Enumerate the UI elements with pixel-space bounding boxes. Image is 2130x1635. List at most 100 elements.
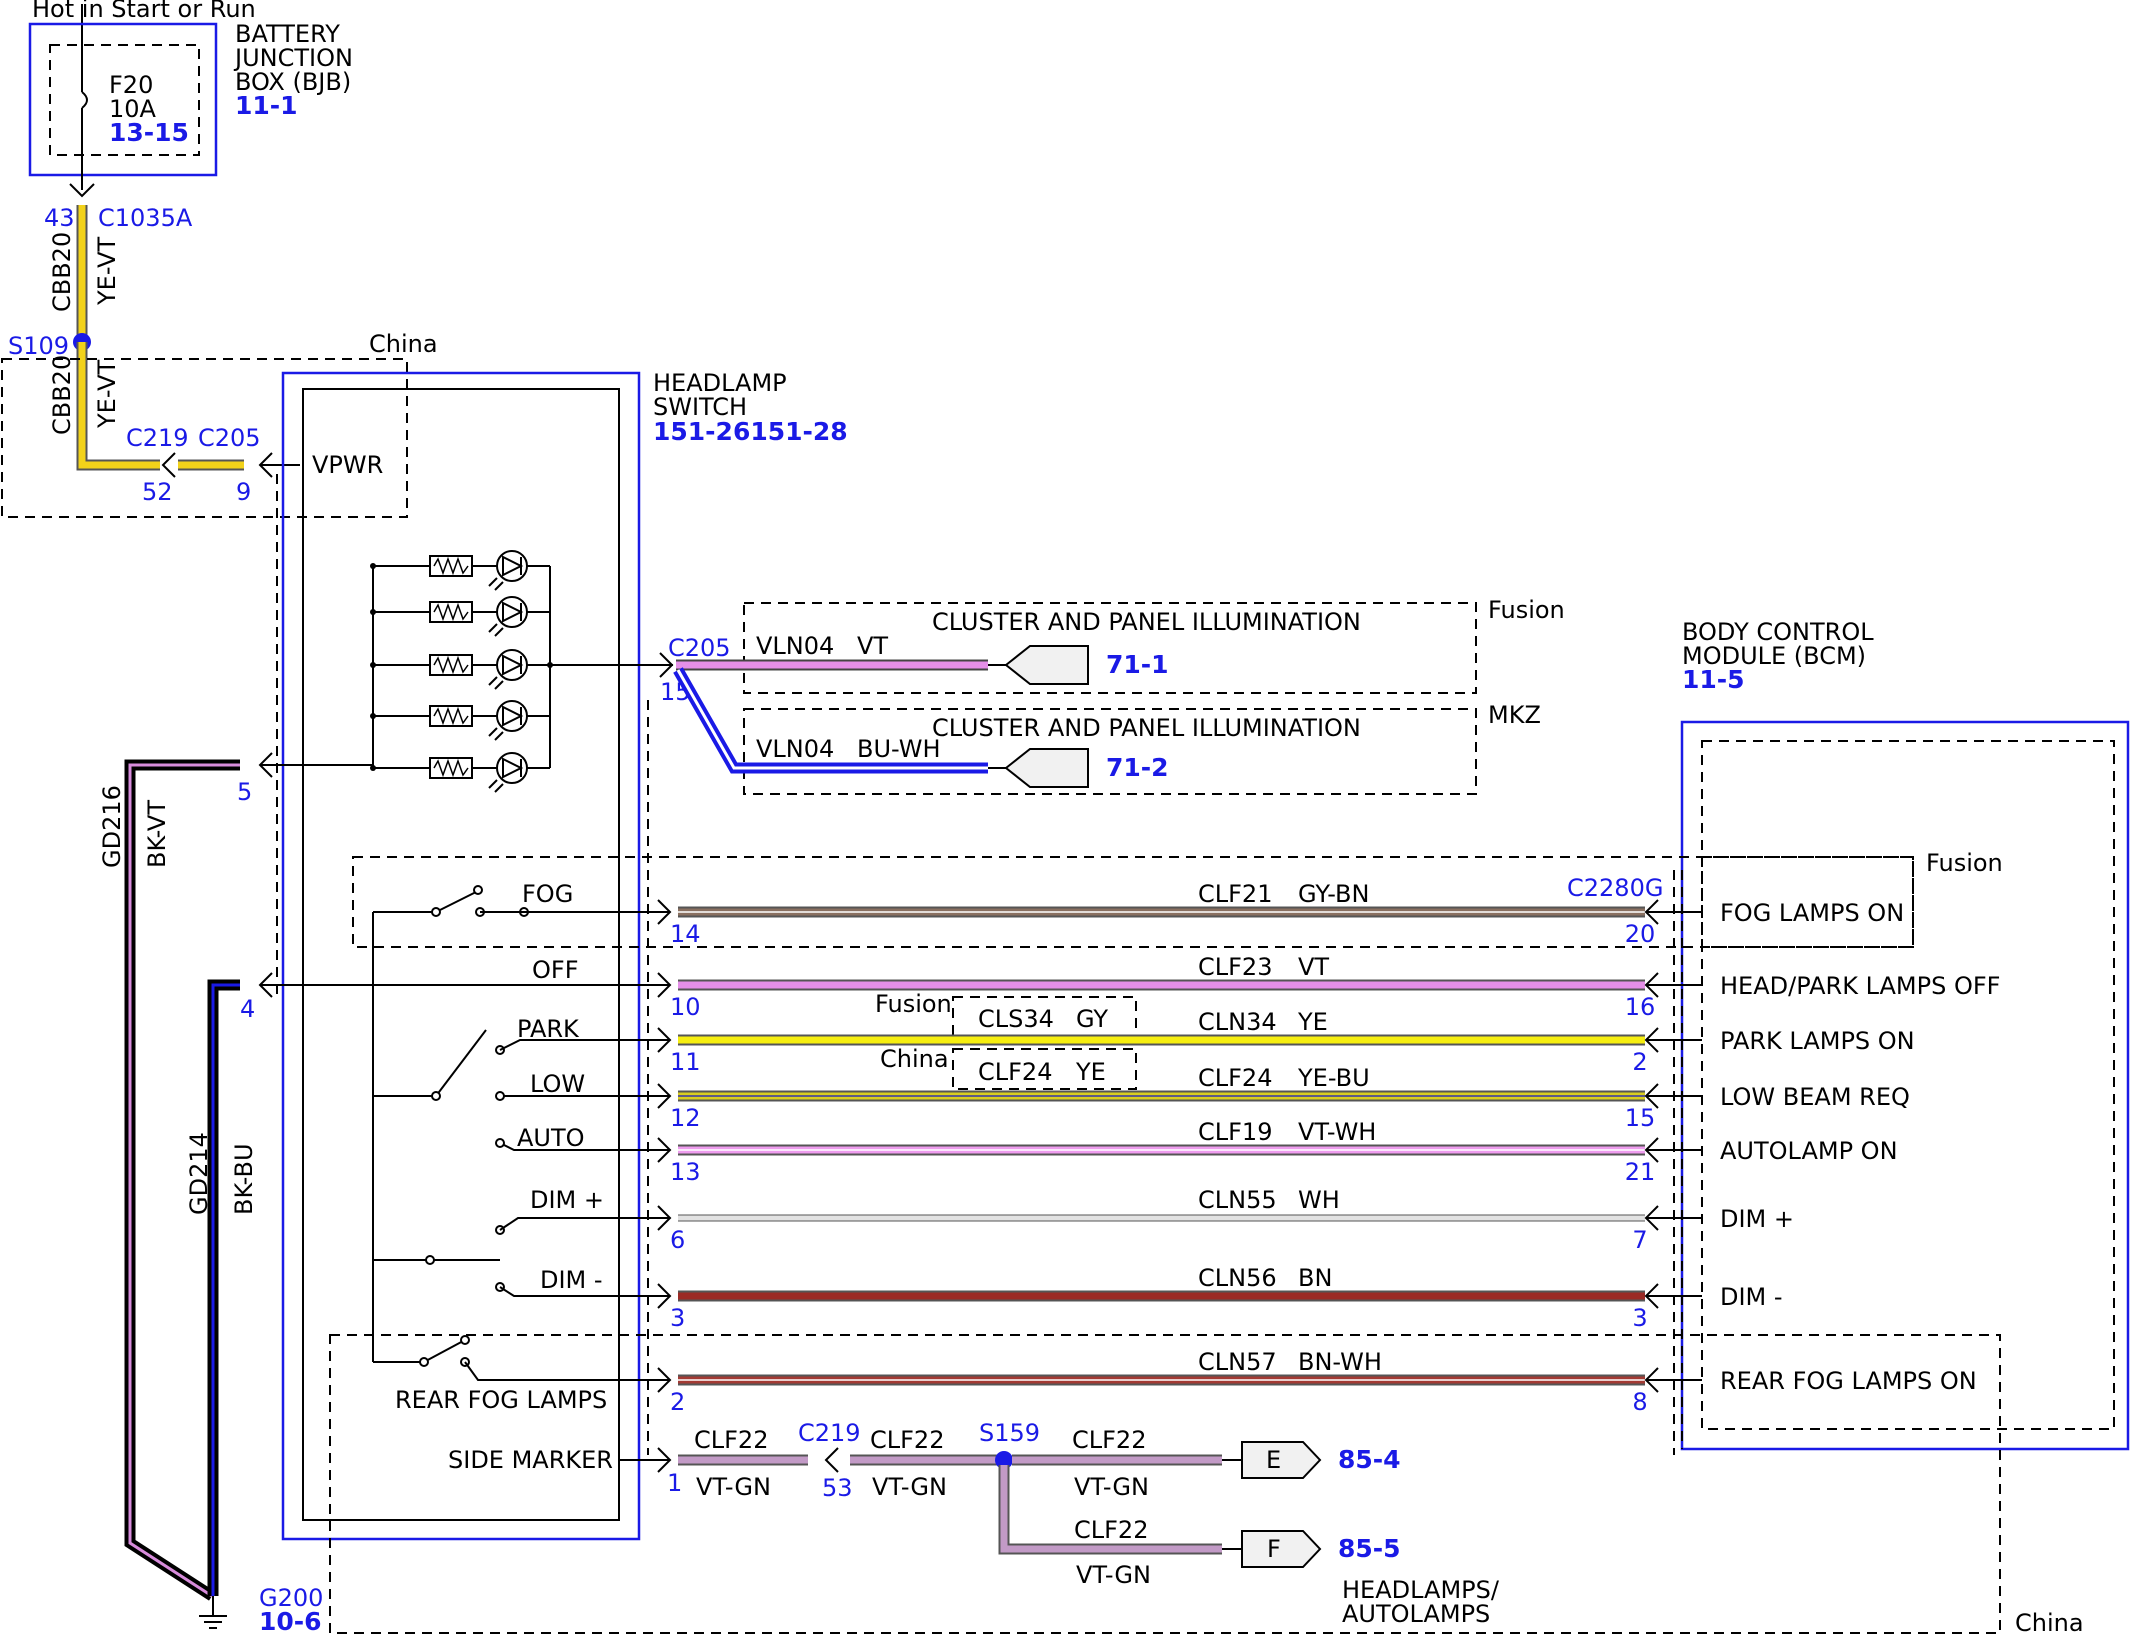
cluster-fusion-connector xyxy=(1004,645,1089,685)
clf22-d-color: VT-GN xyxy=(1076,1561,1151,1589)
mkz-illum-variant: MKZ xyxy=(1488,701,1541,729)
park-fusion-circuit: CLS34 xyxy=(978,1005,1054,1033)
park-china-circuit: CLF24 xyxy=(978,1058,1052,1086)
c205-pin: 9 xyxy=(236,478,251,506)
cluster-fusion-ref: 71-1 xyxy=(1106,650,1169,679)
circuit-cln55: CLN55 WH 6 7 DIM + xyxy=(657,1186,1794,1254)
circuit-color: BN xyxy=(1298,1264,1332,1292)
dest-name-1: HEADLAMPS/ xyxy=(1342,1576,1500,1604)
switch-label-dim-plus: DIM + xyxy=(530,1186,604,1214)
switch-label-dim-minus: DIM - xyxy=(540,1266,603,1294)
vln04-mkz-color: BU-WH xyxy=(857,735,941,763)
vln04-fusion-circuit: VLN04 xyxy=(756,632,834,660)
s159-label: S159 xyxy=(979,1419,1040,1447)
bcm-pin: 20 xyxy=(1625,920,1656,948)
power-label: Hot in Start or Run xyxy=(32,0,256,23)
circuit-color: WH xyxy=(1298,1186,1340,1214)
bcm-input-label: PARK LAMPS ON xyxy=(1720,1027,1915,1055)
clf22-d-circuit: CLF22 xyxy=(1074,1516,1148,1544)
switch-pin: 6 xyxy=(670,1226,685,1254)
headlamp-switch-box xyxy=(281,371,641,1541)
ye-vt-label-lower: YE-VT xyxy=(93,360,121,429)
headlamp-switch-name-2: SWITCH xyxy=(653,393,747,421)
wire-clf22-d xyxy=(1000,1465,1222,1553)
c205-illum-label: C205 xyxy=(668,634,731,662)
gd216-label: GD216 xyxy=(98,785,126,868)
vln04-fusion-color: VT xyxy=(857,632,888,660)
circuit-name: CLN34 xyxy=(1198,1008,1277,1036)
clf22-b-color: VT-GN xyxy=(872,1473,947,1501)
circuit-color: VT xyxy=(1298,953,1329,981)
bcm-pin: 3 xyxy=(1632,1304,1647,1332)
bjb-ref: 11-1 xyxy=(235,91,298,120)
switch-label-low: LOW xyxy=(530,1070,585,1098)
bcm-pin: 7 xyxy=(1632,1226,1647,1254)
switch-label-auto: AUTO xyxy=(517,1124,585,1152)
g200-ref: 10-6 xyxy=(259,1607,322,1635)
clf22-b-circuit: CLF22 xyxy=(870,1426,944,1454)
c2280g-label: C2280G xyxy=(1567,874,1663,902)
switch-mechanism xyxy=(372,885,670,1461)
bjb-name-2: JUNCTION xyxy=(233,44,353,72)
switch-pin: 14 xyxy=(670,920,701,948)
gnd-pin5: 5 xyxy=(237,778,252,806)
c219-arrow xyxy=(161,452,176,478)
bjb-name-3: BOX (BJB) xyxy=(235,68,351,96)
c205-label: C205 xyxy=(198,424,261,452)
splice-s159 xyxy=(995,1451,1013,1469)
bcm-input-label: DIM + xyxy=(1720,1205,1794,1233)
park-fusion-color: GY xyxy=(1076,1005,1108,1033)
circuit-color: YE-BU xyxy=(1297,1064,1370,1092)
dest-e-connector xyxy=(1241,1441,1322,1479)
side-marker-pin: 1 xyxy=(667,1469,682,1497)
c205-illum-arrow xyxy=(659,652,674,678)
fusion-illum-title: CLUSTER AND PANEL ILLUMINATION xyxy=(932,608,1361,636)
circuit-color: GY-BN xyxy=(1298,880,1369,908)
vln04-mkz-circuit: VLN04 xyxy=(756,735,834,763)
gd216-color: BK-VT xyxy=(143,800,171,868)
switch-pin: 12 xyxy=(670,1104,701,1132)
switch-pin: 2 xyxy=(670,1388,685,1416)
c219-side-pin: 53 xyxy=(822,1474,853,1502)
switch-label-side-marker: SIDE MARKER xyxy=(448,1446,613,1474)
headlamp-switch-ref: 151-26151-28 xyxy=(653,417,848,446)
switch-label-rear-fog: REAR FOG LAMPS xyxy=(395,1386,607,1414)
switch-label-fog: FOG xyxy=(522,880,573,908)
circuit-name: CLF24 xyxy=(1198,1064,1272,1092)
clf22-c-color: VT-GN xyxy=(1074,1473,1149,1501)
bcm-input-label: LOW BEAM REQ xyxy=(1720,1083,1910,1111)
c219-side-arrow xyxy=(824,1447,839,1473)
dest-e-label: E xyxy=(1266,1446,1281,1474)
switch-label-off: OFF xyxy=(532,956,579,984)
mkz-illum-title: CLUSTER AND PANEL ILLUMINATION xyxy=(932,714,1361,742)
connector-arrow-c1035a xyxy=(69,183,95,198)
china-region-top xyxy=(1,358,408,518)
dest-f-label: F xyxy=(1267,1535,1281,1563)
wire-gd214 xyxy=(207,979,240,1596)
bcm-name-2: MODULE (BCM) xyxy=(1682,642,1866,670)
bcm-pin: 8 xyxy=(1632,1388,1647,1416)
china-region-bottom xyxy=(329,1334,2001,1634)
headlamp-switch-name-1: HEADLAMP xyxy=(653,369,787,397)
dest-e-ref: 85-4 xyxy=(1338,1445,1401,1474)
bcm-pin: 2 xyxy=(1632,1048,1647,1076)
bjb-box xyxy=(28,22,218,177)
park-china-color: YE xyxy=(1075,1058,1106,1086)
fusion-illum-region xyxy=(743,602,1477,694)
circuit-name: CLN55 xyxy=(1198,1186,1277,1214)
bcm-box xyxy=(1680,720,2130,1451)
bcm-input-label: FOG LAMPS ON xyxy=(1720,899,1904,927)
bcm-fusion-label: Fusion xyxy=(1926,849,2003,877)
circuit-name: CLN56 xyxy=(1198,1264,1277,1292)
dest-f-ref: 85-5 xyxy=(1338,1534,1401,1563)
c219-side-label: C219 xyxy=(798,1419,861,1447)
switch-label-park: PARK xyxy=(517,1015,580,1043)
cbb20-label-upper: CBB20 xyxy=(48,232,76,312)
wire-vln04-bu-wh xyxy=(676,669,988,770)
fuse-name: F20 xyxy=(109,71,153,99)
